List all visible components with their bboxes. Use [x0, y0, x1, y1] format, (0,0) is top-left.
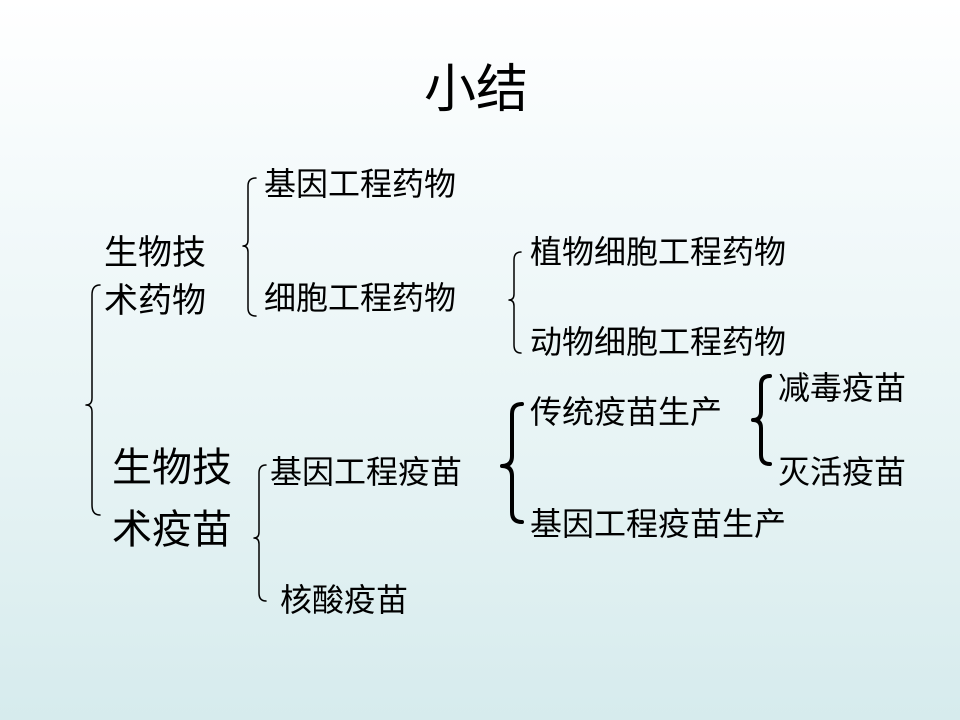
vaccines-label-line1: 生物技 [112, 445, 232, 491]
cell-drug-brace [508, 251, 522, 354]
gene-vaccine-production-node: 基因工程疫苗生产 [530, 505, 787, 543]
drugs-label-line2: 术药物 [104, 281, 206, 321]
page-title: 小结 [424, 60, 529, 120]
gene-vaccine-node: 基因工程疫苗 [270, 453, 463, 491]
vaccines-label-line2: 术疫苗 [112, 507, 232, 553]
inactivated-vaccine-node: 灭活疫苗 [778, 453, 907, 491]
animal-cell-drug-node: 动物细胞工程药物 [530, 323, 787, 361]
attenuated-vaccine-node: 减毒疫苗 [778, 369, 907, 407]
gene-drug-node: 基因工程药物 [264, 165, 457, 203]
traditional-brace [751, 374, 772, 466]
cell-drug-node: 细胞工程药物 [264, 279, 457, 317]
drugs-brace [242, 177, 257, 317]
gene-vaccine-brace [500, 402, 524, 524]
vaccines-brace [253, 464, 267, 602]
plant-cell-drug-node: 植物细胞工程药物 [530, 233, 787, 271]
drugs-label-line1: 生物技 [104, 233, 206, 273]
outer-brace [85, 284, 101, 516]
nucleic-vaccine-node: 核酸疫苗 [280, 581, 409, 619]
traditional-vaccine-node: 传统疫苗生产 [530, 393, 723, 431]
